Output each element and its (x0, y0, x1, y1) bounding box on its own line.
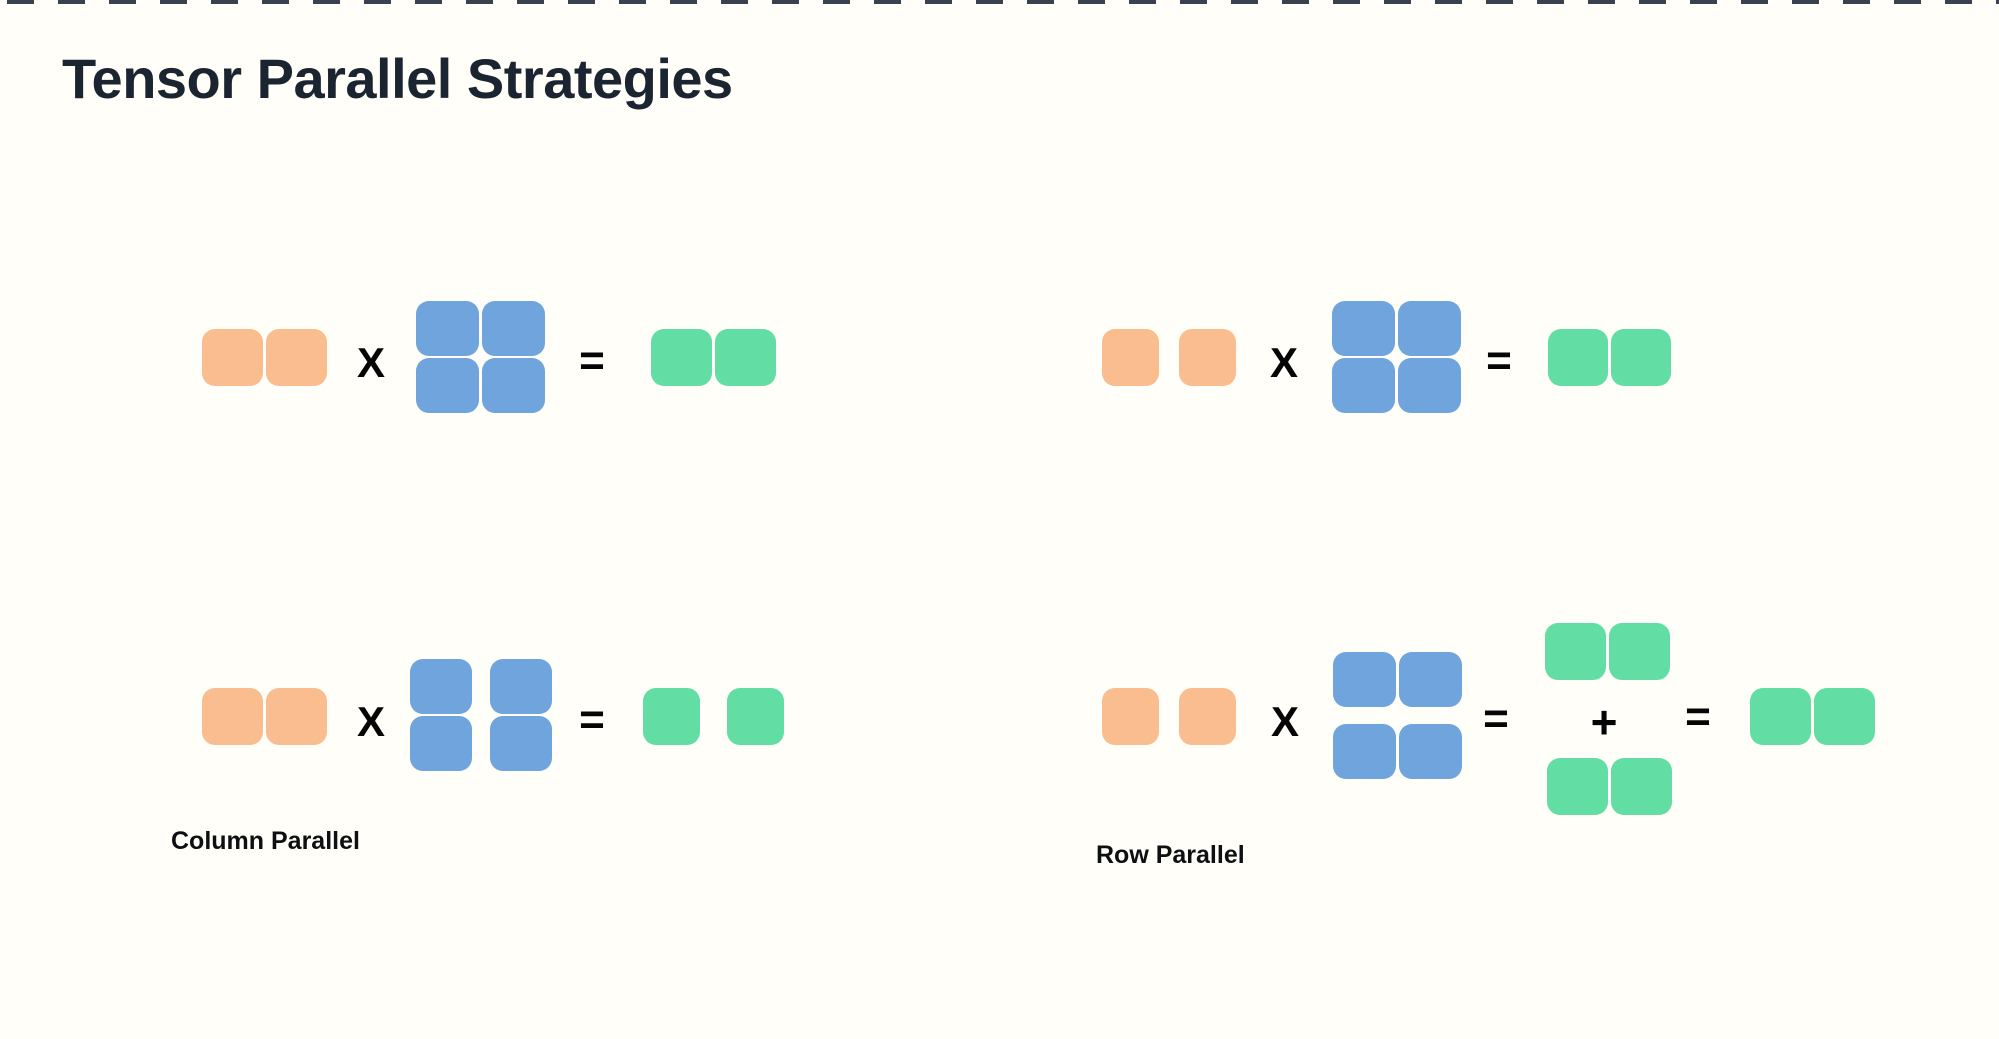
input-block (266, 329, 327, 386)
weight-block (482, 301, 545, 356)
weight-block (1398, 301, 1461, 356)
input-block (202, 329, 263, 386)
weight-block (490, 659, 552, 714)
weight-block (416, 301, 479, 356)
output-block (727, 688, 784, 745)
row-parallel-label: Row Parallel (1096, 841, 1245, 869)
weight-block (1399, 724, 1462, 779)
plus-operator: + (1590, 696, 1618, 748)
output-block (1611, 758, 1672, 815)
weight-block (1333, 724, 1396, 779)
top-dashed-border (7, 0, 1999, 4)
weight-block (1399, 652, 1462, 707)
equals-operator: = (1483, 694, 1509, 743)
equals-operator: = (579, 695, 605, 744)
output-block (1609, 623, 1670, 680)
weight-block (1398, 358, 1461, 413)
weight-block (416, 358, 479, 413)
multiply-operator: X (1269, 339, 1299, 386)
output-block (651, 329, 712, 386)
input-block (202, 688, 263, 745)
output-block (1548, 329, 1608, 386)
weight-block (1332, 358, 1395, 413)
multiply-operator: X (1270, 698, 1300, 745)
weight-block (1332, 301, 1395, 356)
input-block (266, 688, 327, 745)
input-block (1102, 688, 1159, 745)
output-block (1750, 688, 1811, 745)
output-block (1611, 329, 1671, 386)
output-block (1545, 623, 1606, 680)
multiply-operator: X (356, 698, 386, 745)
weight-block (490, 716, 552, 771)
weight-block (1333, 652, 1396, 707)
multiply-operator: X (356, 339, 386, 386)
output-block (1547, 758, 1608, 815)
input-block (1102, 329, 1159, 386)
weight-block (482, 358, 545, 413)
column-parallel-label: Column Parallel (171, 827, 360, 855)
equals-operator: = (1685, 692, 1711, 741)
output-block (643, 688, 700, 745)
output-block (715, 329, 776, 386)
weight-block (410, 659, 472, 714)
page-title: Tensor Parallel Strategies (62, 47, 733, 110)
equals-operator: = (579, 336, 605, 385)
input-block (1179, 329, 1236, 386)
weight-block (410, 716, 472, 771)
equals-operator: = (1486, 336, 1512, 385)
input-block (1179, 688, 1236, 745)
output-block (1814, 688, 1875, 745)
